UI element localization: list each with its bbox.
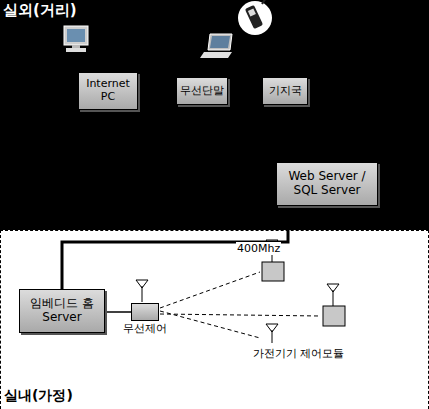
antenna xyxy=(136,280,148,302)
terminal-box: Internet PC xyxy=(78,72,138,110)
control-module xyxy=(262,240,345,343)
region-title: 실내(가정) xyxy=(4,387,73,403)
phone-icon xyxy=(238,0,272,35)
indoor-region: 실내(가정) 임베디드 홈 Server 무선제어 xyxy=(0,230,429,409)
home-server-box: 임베디드 홈 Server xyxy=(19,289,105,333)
frequency-label: 400Mhz xyxy=(236,242,281,255)
box-label: Internet PC xyxy=(79,78,137,103)
server-box: Web Server / SQL Server xyxy=(276,162,378,206)
region-title: 실외(거리) xyxy=(3,2,77,19)
wireless-control-box: 무선제어 xyxy=(131,303,159,321)
pc-icon xyxy=(64,26,88,52)
box-label: 무선단말 xyxy=(180,85,224,98)
laptop-icon xyxy=(200,34,232,58)
terminal-box: 무선단말 xyxy=(176,77,228,105)
wire-connector xyxy=(62,206,288,289)
box-label: 임베디드 홈 Server xyxy=(20,297,104,325)
radio-link xyxy=(160,272,320,338)
module-label: 가전기기 제어모듈 xyxy=(252,346,346,361)
base-station-box: 기지국 xyxy=(262,77,308,105)
box-caption: 무선제어 xyxy=(123,323,167,336)
box-label: 기지국 xyxy=(269,85,302,98)
box-label: Web Server / SQL Server xyxy=(277,170,377,198)
wire-connector xyxy=(105,312,131,313)
